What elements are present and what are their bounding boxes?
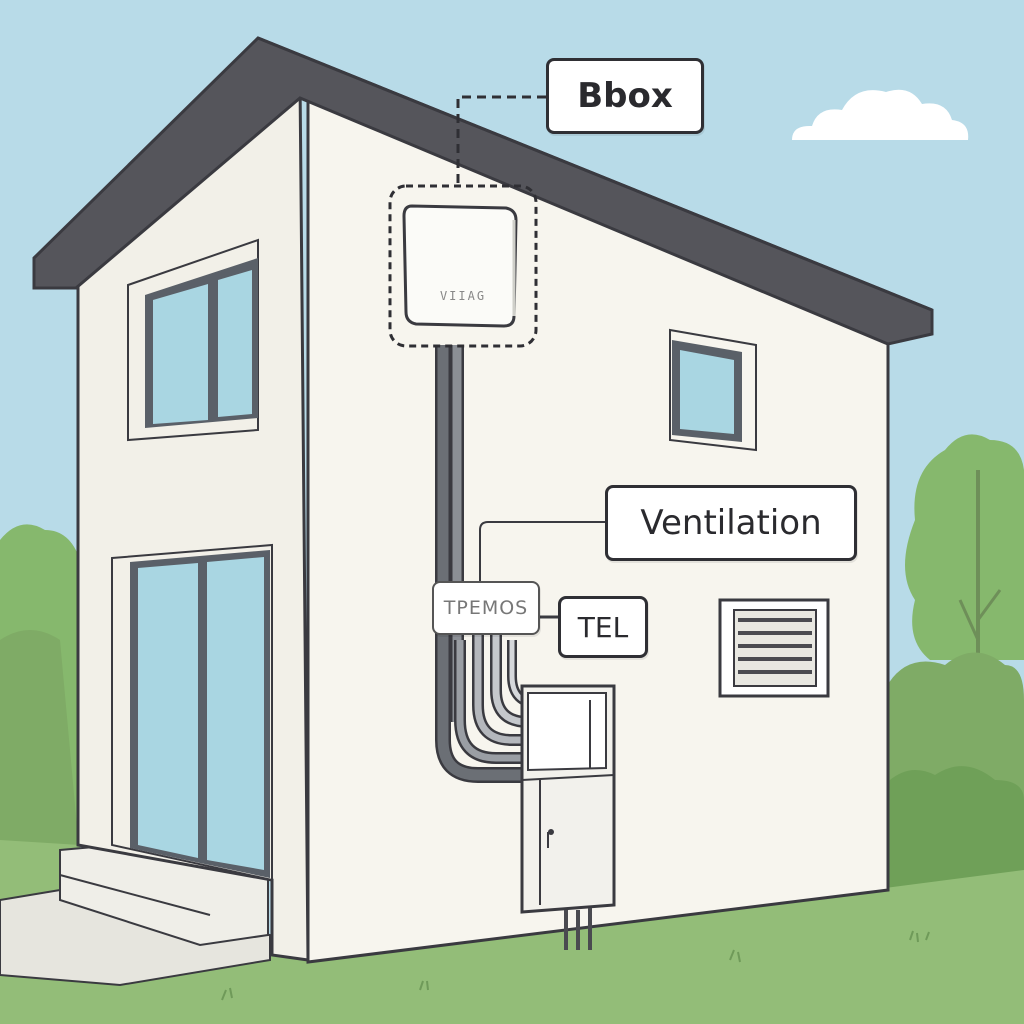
grass [0,860,1024,1024]
junction-box-label: TPEMOS [432,581,540,635]
bush-icon [880,652,1024,890]
ventilation-leader [479,521,605,590]
meter-cabinet-icon [520,684,616,950]
tel-label: TEL [558,596,648,658]
cloud-icon [792,89,969,140]
router-marking: VIIAG [439,289,487,303]
bush-icon [0,524,80,860]
ventilation-label: Ventilation [605,485,857,561]
roof [32,36,934,346]
router-icon [388,184,538,348]
grass-tufts [221,930,930,1001]
main-conduit [435,345,552,783]
bbox-label: Bbox [546,58,704,134]
window-upper-left [127,238,259,442]
window-small [669,328,757,452]
glass-door [111,543,273,882]
vent-grille-icon [718,598,830,698]
